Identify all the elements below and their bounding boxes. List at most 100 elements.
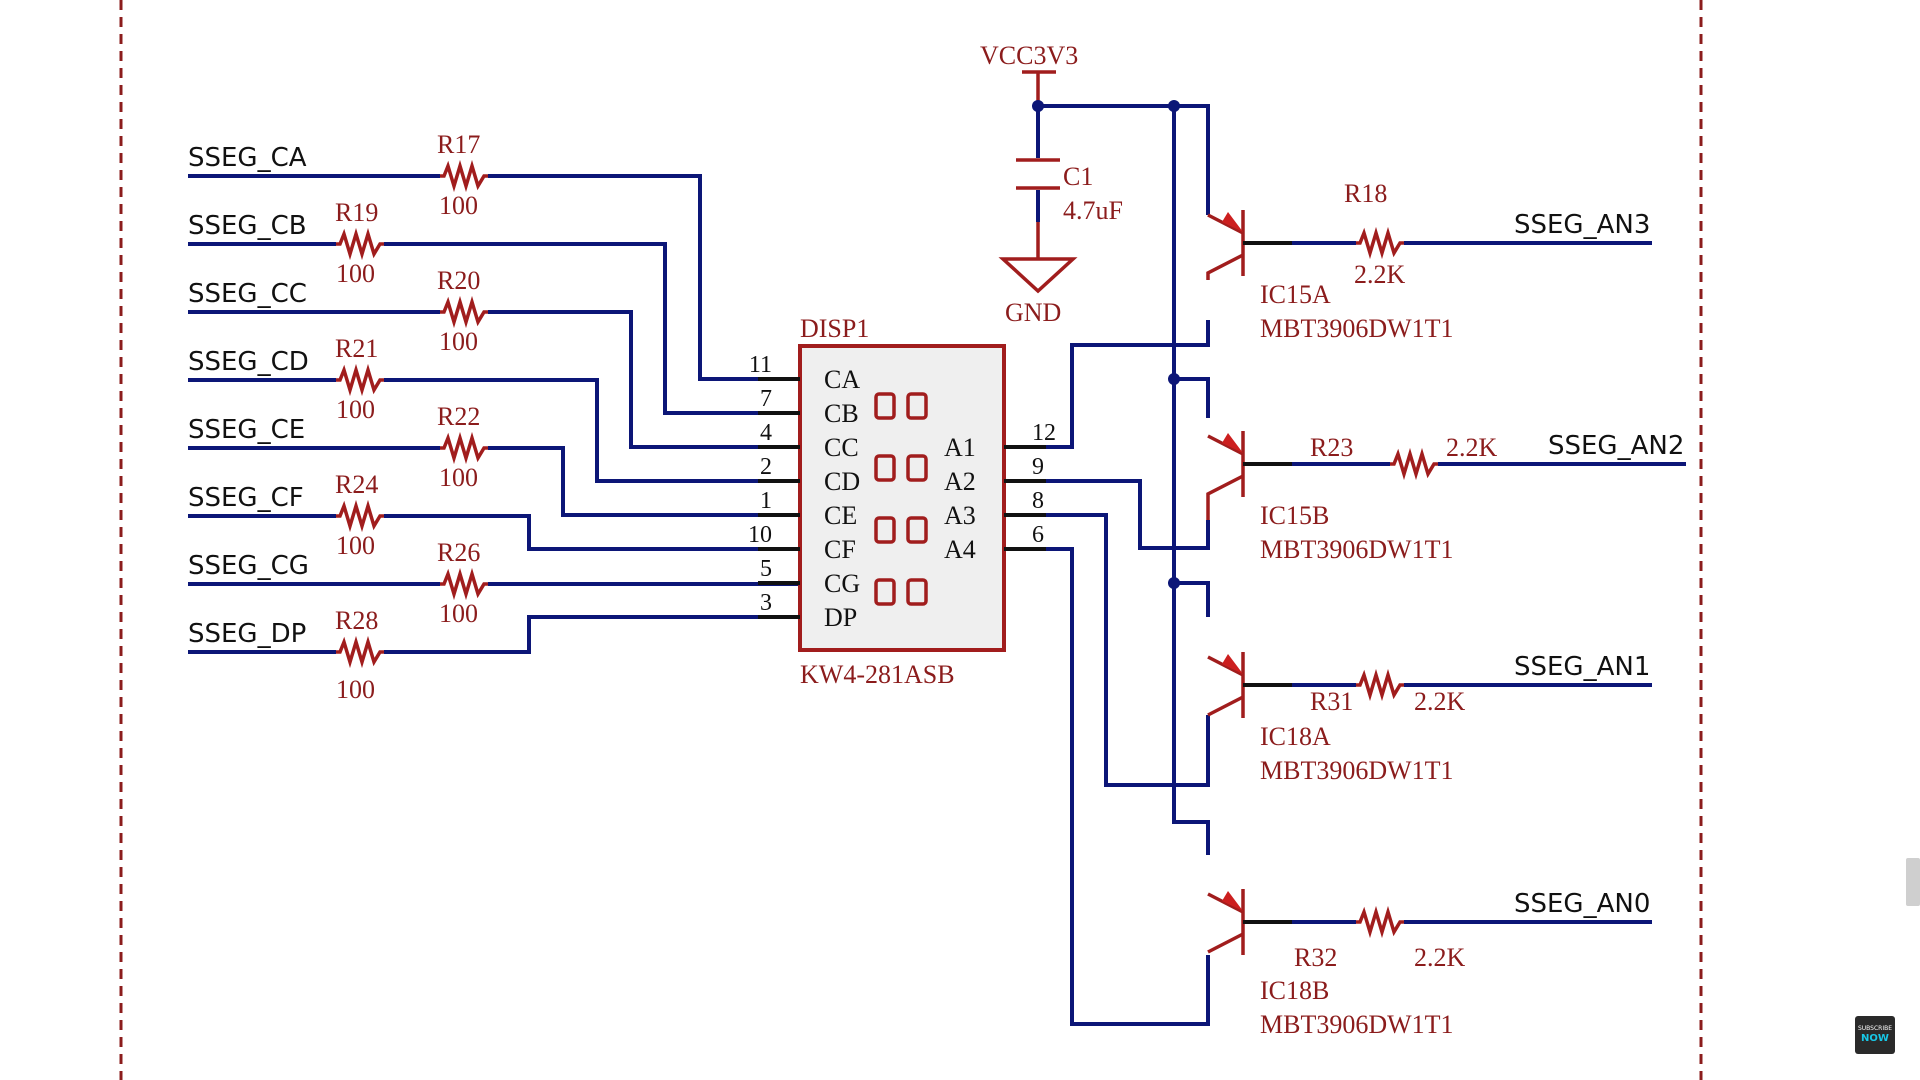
vcc-label: VCC3V3 [980,41,1078,70]
svg-text:2.2K: 2.2K [1354,260,1406,289]
net-label-sseg-ce: SSEG_CE [188,415,305,445]
gnd-label: GND [1005,298,1061,327]
svg-text:100: 100 [336,531,375,560]
scrollbar-thumb[interactable] [1906,858,1920,906]
svg-text:5: 5 [760,556,772,582]
segment-nets [188,174,800,654]
svg-text:100: 100 [336,395,375,424]
svg-text:CE: CE [824,501,857,530]
anode-nets [1046,320,1210,1026]
svg-text:CD: CD [824,467,860,496]
svg-text:R28: R28 [335,606,378,635]
junction-dot [1168,373,1180,385]
svg-text:CG: CG [824,569,860,598]
svg-text:IC18A: IC18A [1260,722,1331,751]
svg-text:A4: A4 [944,535,976,564]
svg-text:MBT3906DW1T1: MBT3906DW1T1 [1260,756,1454,785]
svg-text:100: 100 [439,191,478,220]
net-label-sseg-an1: SSEG_AN1 [1514,652,1650,682]
resistor-r28: R28 100 [335,606,384,704]
svg-text:2.2K: 2.2K [1414,943,1466,972]
svg-text:R17: R17 [437,130,480,159]
svg-text:12: 12 [1032,420,1056,446]
subscribe-badge[interactable]: SUBSCRIBE NOW [1855,1016,1895,1054]
svg-text:100: 100 [336,259,375,288]
svg-text:MBT3906DW1T1: MBT3906DW1T1 [1260,1010,1454,1039]
svg-text:R23: R23 [1310,433,1353,462]
svg-text:MBT3906DW1T1: MBT3906DW1T1 [1260,535,1454,564]
svg-text:R31: R31 [1310,687,1353,716]
svg-text:8: 8 [1032,488,1044,514]
resistor-r24: R24 100 [335,470,384,560]
segment-resistors: R17 100 R19 100 R20 100 R21 100 R22 100 … [335,130,488,704]
svg-text:1: 1 [760,488,772,514]
svg-text:CA: CA [824,365,860,394]
cap-value: 4.7uF [1063,196,1123,225]
svg-text:2.2K: 2.2K [1414,687,1466,716]
display-ref: DISP1 [800,314,869,343]
svg-text:2: 2 [760,454,772,480]
svg-text:2.2K: 2.2K [1446,433,1498,462]
svg-text:A1: A1 [944,433,976,462]
resistor-r19: R19 100 [335,198,384,288]
resistor-r22: R22 100 [437,402,488,492]
svg-text:A3: A3 [944,501,976,530]
cap-ref: C1 [1063,162,1093,191]
transistor-ic15a: IC15A MBT3906DW1T1 [1206,210,1454,343]
net-label-sseg-an0: SSEG_AN0 [1514,889,1650,919]
junction-dot [1032,100,1044,112]
digit-glyphs [874,392,928,606]
net-label-sseg-cc: SSEG_CC [188,279,307,309]
svg-text:R32: R32 [1294,943,1337,972]
segment-net-labels: SSEG_CA SSEG_CB SSEG_CC SSEG_CD SSEG_CE … [188,143,309,649]
junction-dot [1168,577,1180,589]
svg-text:100: 100 [439,327,478,356]
display-part: KW4-281ASB [800,660,955,689]
svg-text:DP: DP [824,603,857,632]
svg-text:3: 3 [760,590,772,616]
svg-text:7: 7 [760,386,772,412]
svg-text:IC15A: IC15A [1260,280,1331,309]
badge-line1: SUBSCRIBE [1857,1025,1893,1032]
base-resistors: R18 2.2K SSEG_AN3 R23 2.2K SSEG_AN2 R31 … [1292,179,1686,972]
net-label-sseg-cf: SSEG_CF [188,483,304,513]
resistor-r17: R17 100 [437,130,488,220]
svg-text:R24: R24 [335,470,378,499]
net-label-sseg-an3: SSEG_AN3 [1514,210,1650,240]
svg-text:CB: CB [824,399,859,428]
svg-text:R19: R19 [335,198,378,227]
svg-text:CF: CF [824,535,856,564]
svg-text:R18: R18 [1344,179,1387,208]
svg-text:10: 10 [748,522,772,548]
svg-text:MBT3906DW1T1: MBT3906DW1T1 [1260,314,1454,343]
svg-text:A2: A2 [944,467,976,496]
svg-text:IC18B: IC18B [1260,976,1329,1005]
svg-text:R26: R26 [437,538,480,567]
net-label-sseg-dp: SSEG_DP [188,619,306,649]
resistor-r26: R26 100 [437,538,488,628]
transistor-ic18a: IC18A MBT3906DW1T1 [1207,652,1454,785]
display-body [798,344,1006,652]
net-label-sseg-cb: SSEG_CB [188,211,307,241]
svg-text:9: 9 [1032,454,1044,480]
svg-text:R22: R22 [437,402,480,431]
svg-text:11: 11 [749,352,772,378]
svg-text:6: 6 [1032,522,1044,548]
net-label-sseg-cg: SSEG_CG [188,551,309,581]
resistor-r20: R20 100 [437,266,488,356]
svg-text:R20: R20 [437,266,480,295]
net-label-sseg-cd: SSEG_CD [188,347,309,377]
svg-text:IC15B: IC15B [1260,501,1329,530]
svg-text:4: 4 [760,420,772,446]
svg-text:100: 100 [336,675,375,704]
junction-dot [1168,100,1180,112]
resistor-r21: R21 100 [335,334,384,424]
transistor-ic18b: IC18B MBT3906DW1T1 [1207,889,1454,1039]
net-label-sseg-an2: SSEG_AN2 [1548,431,1684,461]
power-section: VCC3V3 GND C1 4.7uF [980,41,1210,855]
net-label-sseg-ca: SSEG_CA [188,143,307,173]
transistor-ic15b: IC15B MBT3906DW1T1 [1206,431,1454,564]
svg-text:100: 100 [439,463,478,492]
display-disp1: DISP1 KW4-281ASB CA CB CC CD CE CF CG DP… [748,314,1056,689]
